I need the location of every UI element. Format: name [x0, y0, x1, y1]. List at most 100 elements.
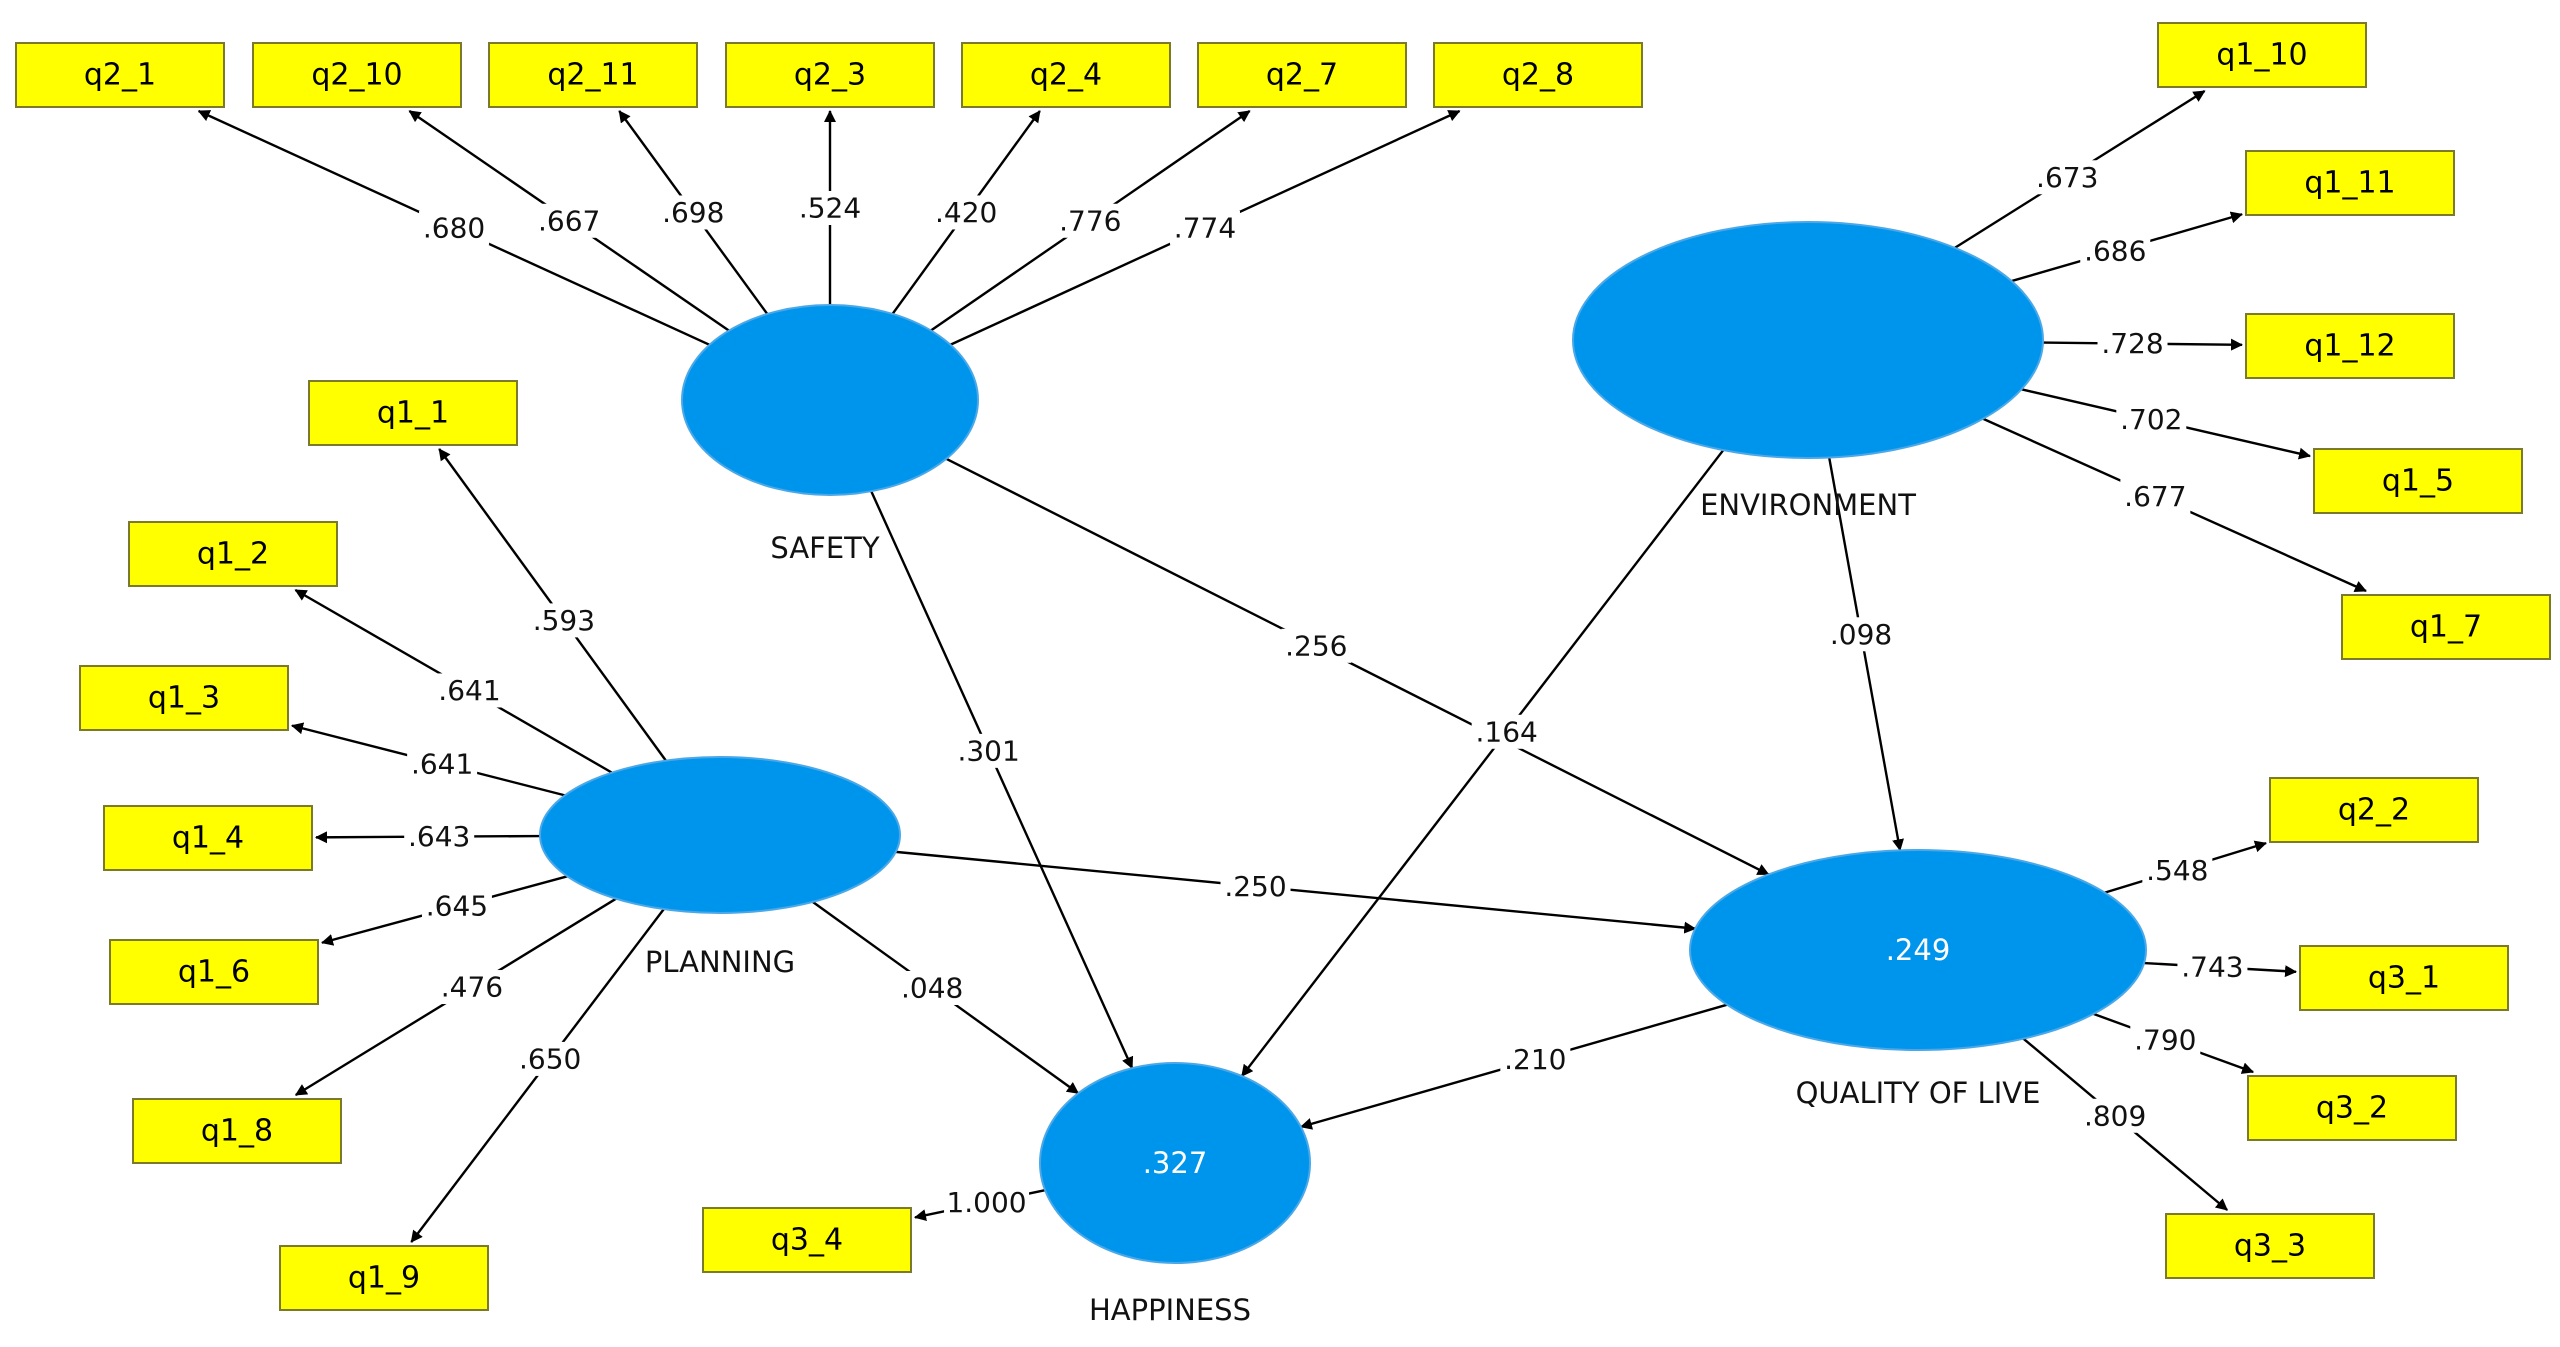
loading-label-q1_8: .476 [436, 970, 507, 1005]
indicator-q1_10: q1_10 [2157, 22, 2367, 88]
indicator-label: q2_10 [311, 58, 402, 93]
loading-label-q2_1-bg [419, 210, 490, 245]
path-label-environment-happiness-text: .164 [1475, 715, 1537, 748]
indicator-label: q1_9 [348, 1261, 420, 1296]
latent-ellipse [1039, 1062, 1311, 1264]
latent-ellipse [1689, 849, 2147, 1051]
indicator-box [2341, 594, 2551, 660]
latent-ellipse [1572, 221, 2044, 459]
indicator-q1_11: q1_11 [2245, 150, 2455, 216]
indicator-box [2157, 22, 2367, 88]
latent-happiness: .327 [1039, 1062, 1311, 1264]
indicator-box [2299, 945, 2509, 1011]
loading-label-q1_10-text: .673 [2036, 161, 2098, 194]
path-label-environment-quality-text: .098 [1830, 618, 1892, 651]
indicator-box [1433, 42, 1643, 108]
loading-label-q1_9-text: .650 [519, 1042, 581, 1075]
indicator-box [488, 42, 698, 108]
loading-label-q1_9: .650 [515, 1041, 586, 1076]
indicator-box [1197, 42, 1407, 108]
loading-label-q1_7-text: .677 [2124, 480, 2186, 513]
loading-label-q1_10-bg [2032, 160, 2103, 195]
loading-label-q1_4-bg [404, 819, 475, 854]
loading-label-q2_8-bg [1169, 210, 1240, 245]
indicator-label: q3_3 [2234, 1229, 2306, 1264]
loading-label-q1_1-text: .593 [533, 604, 595, 637]
loading-label-q1_1-bg [528, 603, 599, 638]
loading-label-q2_10-text: .667 [538, 204, 600, 237]
indicator-box [2269, 777, 2479, 843]
indicator-label: q1_8 [201, 1114, 273, 1149]
loading-label-q1_1: .593 [528, 603, 599, 638]
indicator-q2_3: q2_3 [725, 42, 935, 108]
indicator-box [2245, 150, 2455, 216]
path-arrow-safety-quality [945, 457, 1770, 876]
path-label-safety-quality-bg [1281, 628, 1352, 663]
indicator-q1_7: q1_7 [2341, 594, 2551, 660]
loading-label-q1_4-text: .643 [408, 820, 470, 853]
latent-safety [681, 304, 979, 496]
loading-label-q3_3: .809 [2080, 1098, 2151, 1133]
latent-name: QUALITY OF LIVE [1796, 1076, 2041, 1110]
indicator-label: q2_11 [547, 58, 638, 93]
loading-label-q2_4-bg [931, 195, 1002, 230]
indicator-box [15, 42, 225, 108]
latent-ellipse [681, 304, 979, 496]
path-label-safety-happiness-text: .301 [957, 734, 1019, 767]
indicator-label: q2_8 [1502, 58, 1574, 93]
loading-label-q1_2-bg [434, 673, 505, 708]
indicator-label: q1_10 [2216, 38, 2307, 73]
indicator-label: q1_2 [197, 537, 269, 572]
indicator-label: q3_4 [771, 1223, 843, 1258]
indicator-label: q2_3 [794, 58, 866, 93]
loading-label-q1_8-bg [436, 970, 507, 1005]
indicator-q2_8: q2_8 [1433, 42, 1643, 108]
indicator-q1_9: q1_9 [279, 1245, 489, 1311]
indicator-label: q2_7 [1266, 58, 1338, 93]
path-label-safety-happiness: .301 [953, 733, 1024, 768]
latent-environment [1572, 221, 2044, 459]
loading-label-q3_1-text: .743 [2181, 950, 2243, 983]
path-label-safety-happiness-bg [953, 733, 1024, 768]
loading-label-q2_11: .698 [658, 195, 729, 230]
indicator-q3_4: q3_4 [702, 1207, 912, 1273]
loading-label-q1_4: .643 [404, 819, 475, 854]
path-arrow-environment-quality [1828, 457, 1904, 852]
loading-label-q2_3-bg [795, 191, 865, 225]
indicator-label: q1_1 [377, 396, 449, 431]
loading-label-q2_3: .524 [795, 191, 865, 225]
indicator-label: q1_12 [2304, 329, 2395, 364]
path-label-planning-quality: .250 [1220, 869, 1291, 904]
loading-label-q2_7: .776 [1055, 203, 1126, 238]
loading-label-q1_12: .728 [2097, 326, 2168, 361]
indicator-q3_1: q3_1 [2299, 945, 2509, 1011]
loading-label-q1_11-text: .686 [2084, 234, 2146, 267]
loading-label-q1_2: .641 [434, 673, 505, 708]
indicator-q2_4: q2_4 [961, 42, 1171, 108]
loading-label-q3_4: 1.000 [944, 1185, 1030, 1220]
latent-name: ENVIRONMENT [1700, 488, 1916, 522]
indicator-q2_1: q2_1 [15, 42, 225, 108]
loading-label-q1_7: .677 [2120, 479, 2191, 514]
path-arrow-environment-happiness [1240, 449, 1725, 1077]
indicator-label: q3_1 [2368, 961, 2440, 996]
indicator-q1_1: q1_1 [308, 380, 518, 446]
loading-label-q3_1: .743 [2177, 949, 2248, 984]
latent-r-squared: .249 [1886, 933, 1951, 967]
indicator-box [2165, 1213, 2375, 1279]
loading-label-q1_2-text: .641 [438, 674, 500, 707]
path-label-planning-quality-text: .250 [1224, 870, 1286, 903]
indicator-q1_4: q1_4 [103, 805, 313, 871]
indicator-label: q3_2 [2316, 1091, 2388, 1126]
path-label-safety-quality-text: .256 [1285, 629, 1347, 662]
latent-name: SAFETY [770, 531, 880, 565]
loading-label-q3_2: .790 [2130, 1023, 2201, 1058]
indicator-q2_7: q2_7 [1197, 42, 1407, 108]
indicator-label: q1_7 [2410, 610, 2482, 645]
loading-label-q3_4-text: 1.000 [946, 1186, 1026, 1219]
path-label-environment-happiness: .164 [1471, 714, 1542, 749]
loading-label-q1_9-bg [515, 1041, 586, 1076]
indicator-box [252, 42, 462, 108]
